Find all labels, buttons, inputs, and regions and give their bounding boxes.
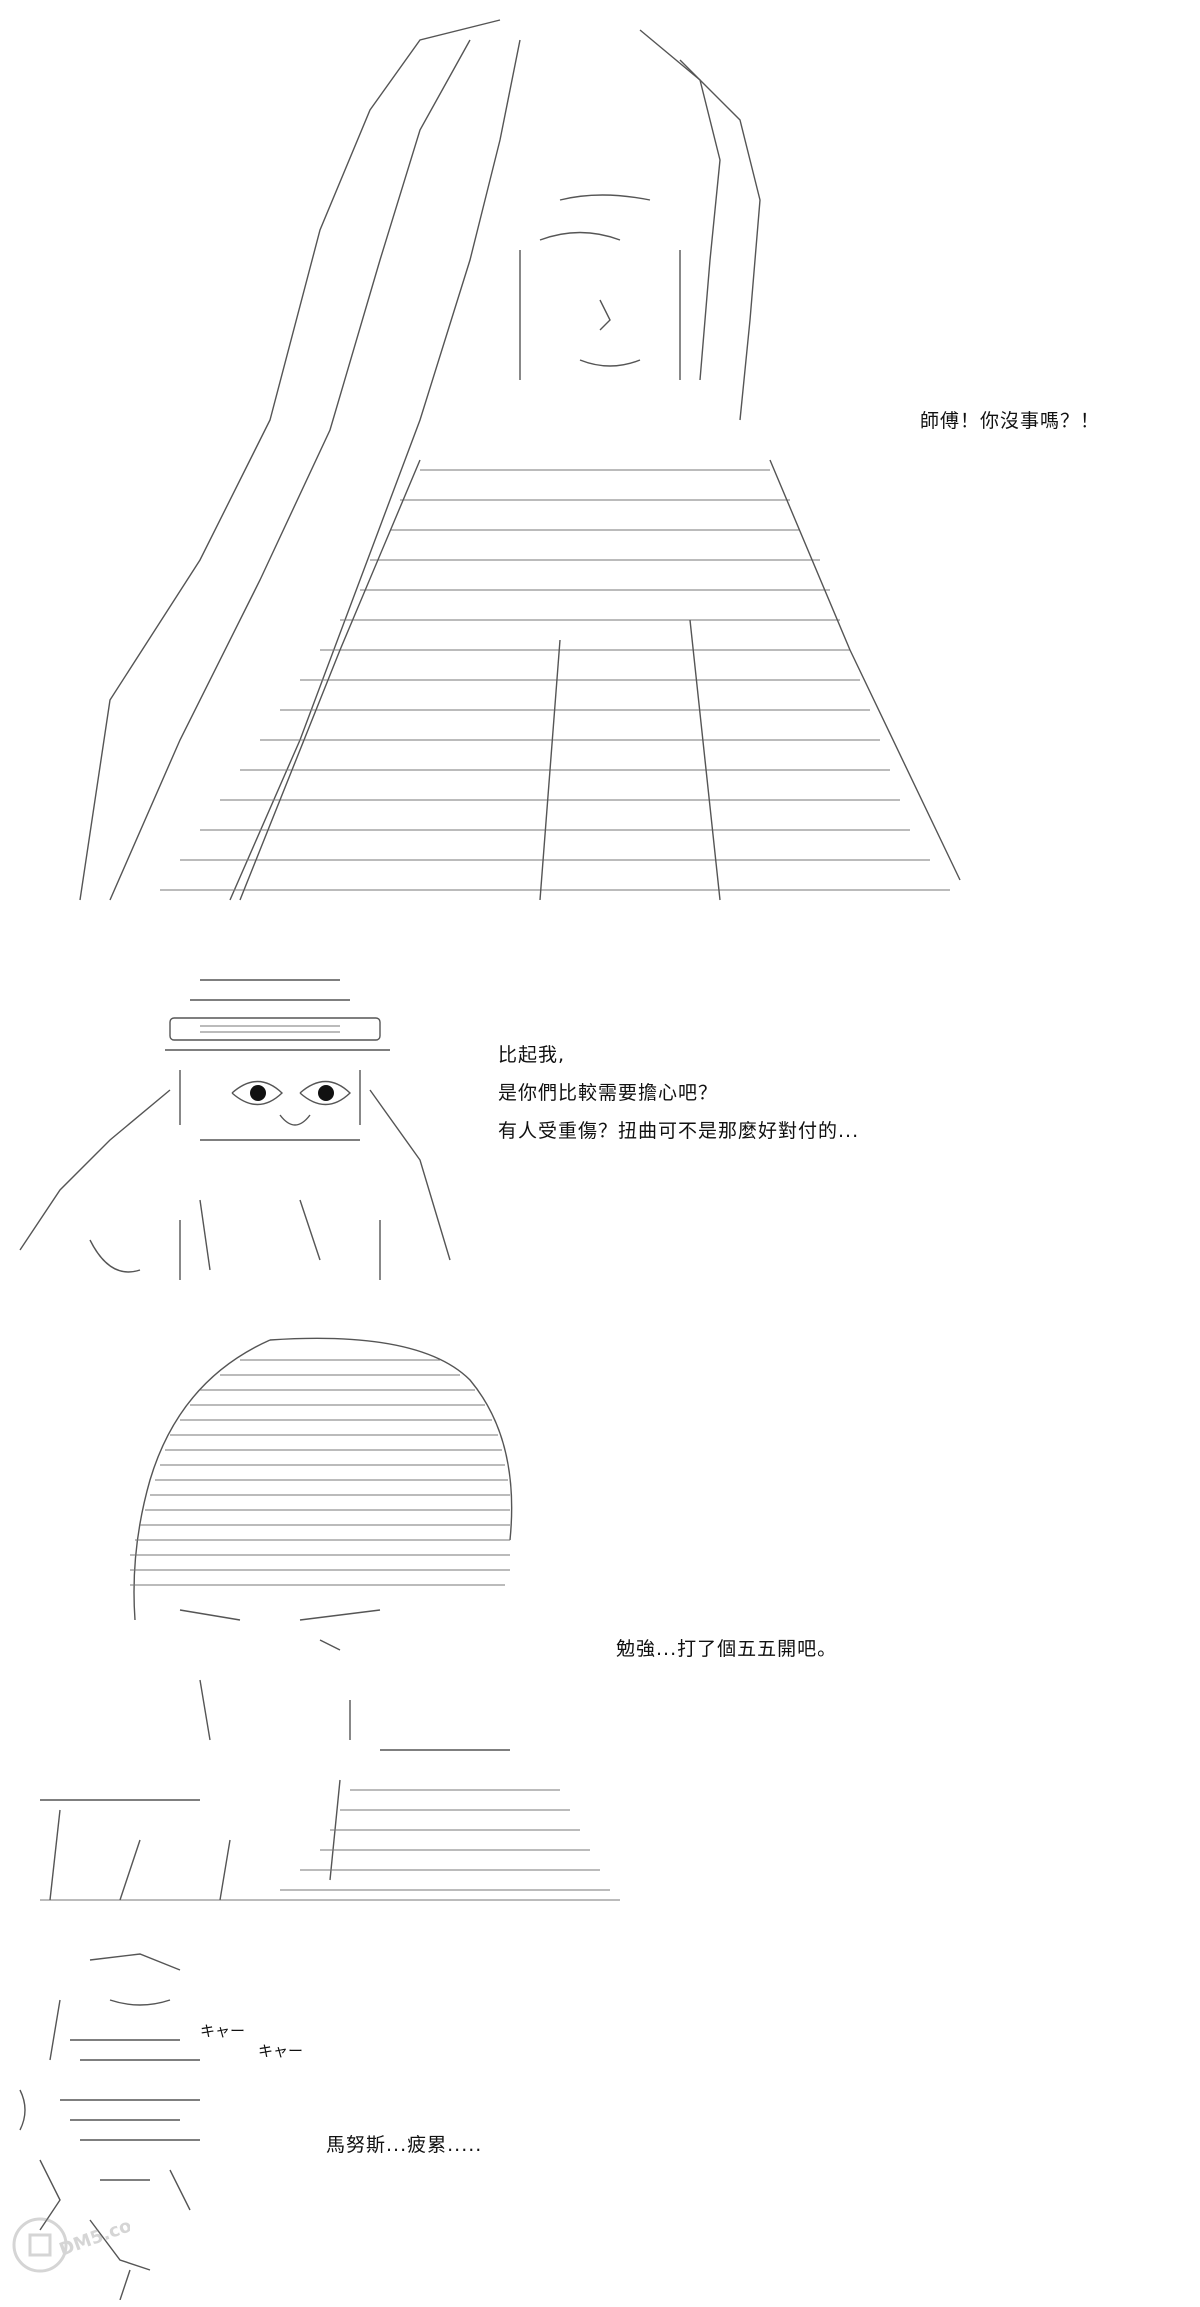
panel-3: 勉強...打了個五五開吧。 [0,1320,1200,1920]
creature-ascii-art [19,1953,200,2300]
dialogue-line: 勉強...打了個五五開吧。 [616,1638,838,1660]
panel-1: 師傅！你沒事嗎？！ [0,0,1200,930]
girl-ascii-art [79,19,961,901]
sound-effect: キャー [200,2022,246,2040]
hat-man-ascii-art [19,979,451,1280]
panel-2: 比起我, 是你們比較需要擔心吧？ 有人受重傷？扭曲可不是那麼好對付的... [0,940,1200,1300]
dialogue-line: 比起我, [498,1044,566,1066]
sound-effect: キャー [258,2042,304,2060]
dialogue-line: 是你們比較需要擔心吧？ [498,1082,719,1104]
dialogue-line: 馬努斯...疲累..... [326,2134,483,2156]
dm5-watermark-logo: DM5.com [12,2209,130,2273]
dialogue-line: 師傅！你沒事嗎？！ [920,410,1101,432]
watermark-text: DM5.com [57,2209,130,2261]
panel-4: キャー キャー 馬努斯...疲累..... [0,1940,1200,2307]
dialogue-line: 有人受重傷？扭曲可不是那麼好對付的... [498,1120,860,1142]
hooded-man-ascii-art [40,1337,620,1901]
